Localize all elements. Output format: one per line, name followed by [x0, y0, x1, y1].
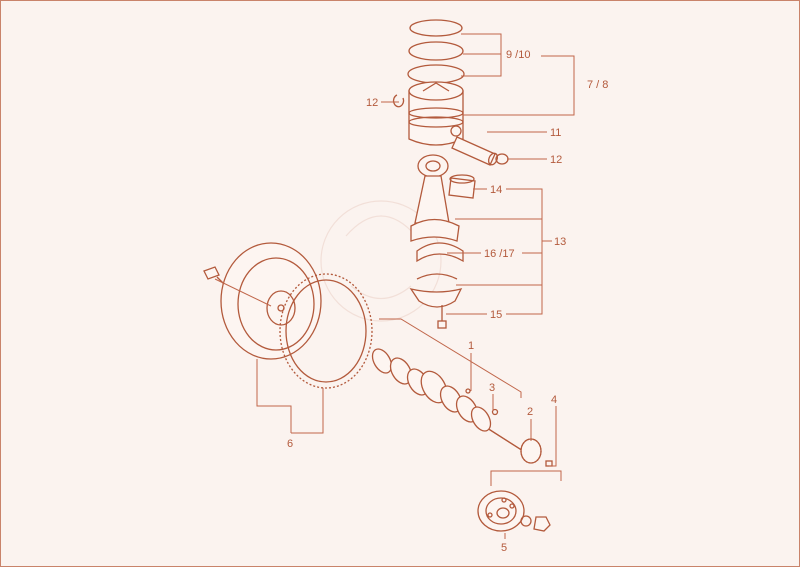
crank-gear [520, 438, 542, 464]
label-circlip-left: 12 [366, 97, 378, 109]
watermark-logo [320, 200, 442, 322]
circlip-left [392, 94, 405, 108]
crank-pulley [477, 490, 525, 532]
pulley-bolt [520, 515, 551, 532]
label-big-end-bearing: 16 /17 [484, 248, 515, 260]
leader-lines [214, 33, 575, 539]
conrod-bolt [437, 305, 447, 329]
crank-key [545, 460, 553, 467]
label-crank-part-2: 2 [527, 406, 533, 418]
label-piston-pin: 11 [550, 127, 561, 139]
crankshaft [371, 348, 532, 457]
label-conrod-assy: 13 [554, 236, 566, 248]
label-crank-part-1: 1 [468, 340, 474, 352]
label-small-end-bush: 14 [490, 184, 502, 196]
connecting-rod [410, 154, 460, 242]
piston [408, 81, 464, 146]
small-end-bush [448, 174, 476, 199]
label-pulley: 5 [501, 542, 507, 554]
conrod-cap [409, 273, 463, 308]
label-crank-part-3: 3 [489, 382, 495, 394]
label-rings: 9 /10 [506, 49, 530, 61]
ring-gear [279, 273, 373, 389]
piston-rings [407, 19, 465, 84]
label-conrod-bolt: 15 [490, 309, 502, 321]
big-end-bearing [416, 242, 464, 263]
label-piston-assy: 7 / 8 [587, 79, 608, 91]
label-crank-part-4: 4 [551, 394, 557, 406]
callout-labels: 9 /10 7 / 8 12 11 12 14 13 16 /17 15 1 3… [287, 49, 608, 554]
label-circlip-right: 12 [550, 154, 562, 166]
piston-pin [451, 136, 499, 166]
flywheel [220, 242, 322, 360]
label-flywheel: 6 [287, 438, 293, 450]
